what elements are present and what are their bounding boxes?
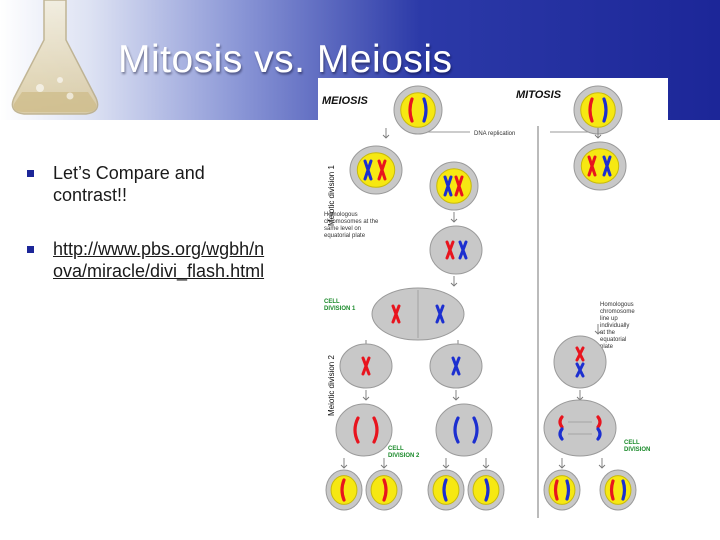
dna-replication-label: DNA replication xyxy=(474,131,515,137)
chromosome xyxy=(445,240,455,260)
slide-title: Mitosis vs. Meiosis xyxy=(118,38,453,81)
arrow xyxy=(382,128,390,139)
diagram-label-line: Homologous xyxy=(324,212,358,218)
chromosome xyxy=(363,159,373,181)
arrow xyxy=(340,458,348,469)
chromosome xyxy=(588,97,594,123)
chromosome xyxy=(458,240,468,260)
chromosome xyxy=(442,478,448,502)
diagram-label-line: at the xyxy=(600,330,616,336)
nucleus xyxy=(472,475,500,505)
diagram-label-line: plate xyxy=(600,344,614,350)
diagram-label-line: line up xyxy=(600,316,618,322)
cell xyxy=(435,403,493,457)
diagram-label-line: equatorial xyxy=(600,337,626,343)
chromosome xyxy=(377,159,387,181)
diagram-label-line: chromosome xyxy=(600,309,635,315)
diagram-label-line: equatorial plate xyxy=(324,233,366,239)
arrow xyxy=(594,128,602,139)
chromosome xyxy=(621,479,627,501)
arrow xyxy=(450,212,458,223)
chromosome xyxy=(602,97,608,123)
chromosome xyxy=(484,478,490,502)
diagram-label-line: chromosomes at the xyxy=(324,219,379,225)
chromosome xyxy=(353,416,360,444)
bullet-marker xyxy=(27,246,34,253)
diagram-label-line: DIVISION 1 xyxy=(324,306,356,312)
chromosome xyxy=(451,356,461,376)
diagram-background xyxy=(318,78,668,523)
nucleus xyxy=(370,475,398,505)
nucleus xyxy=(356,152,396,188)
chromosome xyxy=(609,479,615,501)
cell-drawings xyxy=(325,85,637,518)
chromosome xyxy=(575,362,585,378)
diagram-label-line: CELL xyxy=(624,440,640,446)
chromosome xyxy=(472,416,479,444)
chromosome xyxy=(587,155,597,177)
cell xyxy=(429,225,483,275)
chromosome xyxy=(435,304,445,324)
chromosome xyxy=(372,416,379,444)
arrow xyxy=(482,458,490,469)
chromosome xyxy=(596,415,602,429)
chromosome xyxy=(558,427,564,441)
nucleus xyxy=(604,475,632,505)
chromosome xyxy=(391,304,401,324)
nucleus xyxy=(436,168,472,204)
chromosome xyxy=(575,346,585,362)
chromosome xyxy=(596,427,602,441)
chromosome xyxy=(453,416,460,444)
arrow xyxy=(558,458,566,469)
diagram-label-line: same level on xyxy=(324,226,361,232)
nucleus xyxy=(330,475,358,505)
meiosis-label: MEIOSIS xyxy=(322,95,369,107)
diagram-label-line: CELL xyxy=(324,299,340,305)
nucleus xyxy=(400,92,436,128)
diagram-label-line: CELL xyxy=(388,446,404,452)
diagram-label-line: DIVISION 2 xyxy=(388,453,420,459)
arrow xyxy=(452,390,460,401)
chromosome xyxy=(382,478,388,502)
nucleus xyxy=(432,475,460,505)
diagram-label-line: Homologous xyxy=(600,302,634,308)
chromosome xyxy=(558,415,564,429)
meiotic-division-2-label: Meiotic division 2 xyxy=(327,355,336,416)
flask-icon xyxy=(11,0,99,115)
arrow xyxy=(442,458,450,469)
diagram-label-line: individually xyxy=(600,323,629,329)
chromosome xyxy=(408,97,414,123)
chromosome xyxy=(602,155,612,177)
arrow xyxy=(594,324,602,335)
nucleus xyxy=(548,475,576,505)
cell xyxy=(553,335,607,389)
chromosome xyxy=(443,175,453,197)
arrow xyxy=(598,458,606,469)
arrow xyxy=(362,390,370,401)
chromosome xyxy=(454,175,464,197)
nucleus xyxy=(580,148,620,184)
cell xyxy=(543,399,617,457)
chromosome xyxy=(565,479,571,501)
chromosome xyxy=(553,479,559,501)
arrow xyxy=(380,458,388,469)
chromosome xyxy=(361,356,371,376)
meiosis-mitosis-diagram: MEIOSIS MITOSIS DNA replication Meiotic … xyxy=(318,78,668,523)
diagram-label-line: DIVISION xyxy=(624,447,650,453)
mitosis-label: MITOSIS xyxy=(516,89,562,101)
arrow xyxy=(450,276,458,287)
bullet-marker xyxy=(27,170,34,177)
nucleus xyxy=(580,92,616,128)
meiotic-division-1-label: Meiotic division 1 xyxy=(327,165,336,226)
pbs-link[interactable]: http://www.pbs.org/wgbh/nova/miracle/div… xyxy=(53,239,265,281)
chromosome xyxy=(422,97,428,123)
cell xyxy=(335,403,393,457)
chromosome xyxy=(340,478,346,502)
bullet-text: Let’s Compare and contrast!! xyxy=(53,163,205,205)
